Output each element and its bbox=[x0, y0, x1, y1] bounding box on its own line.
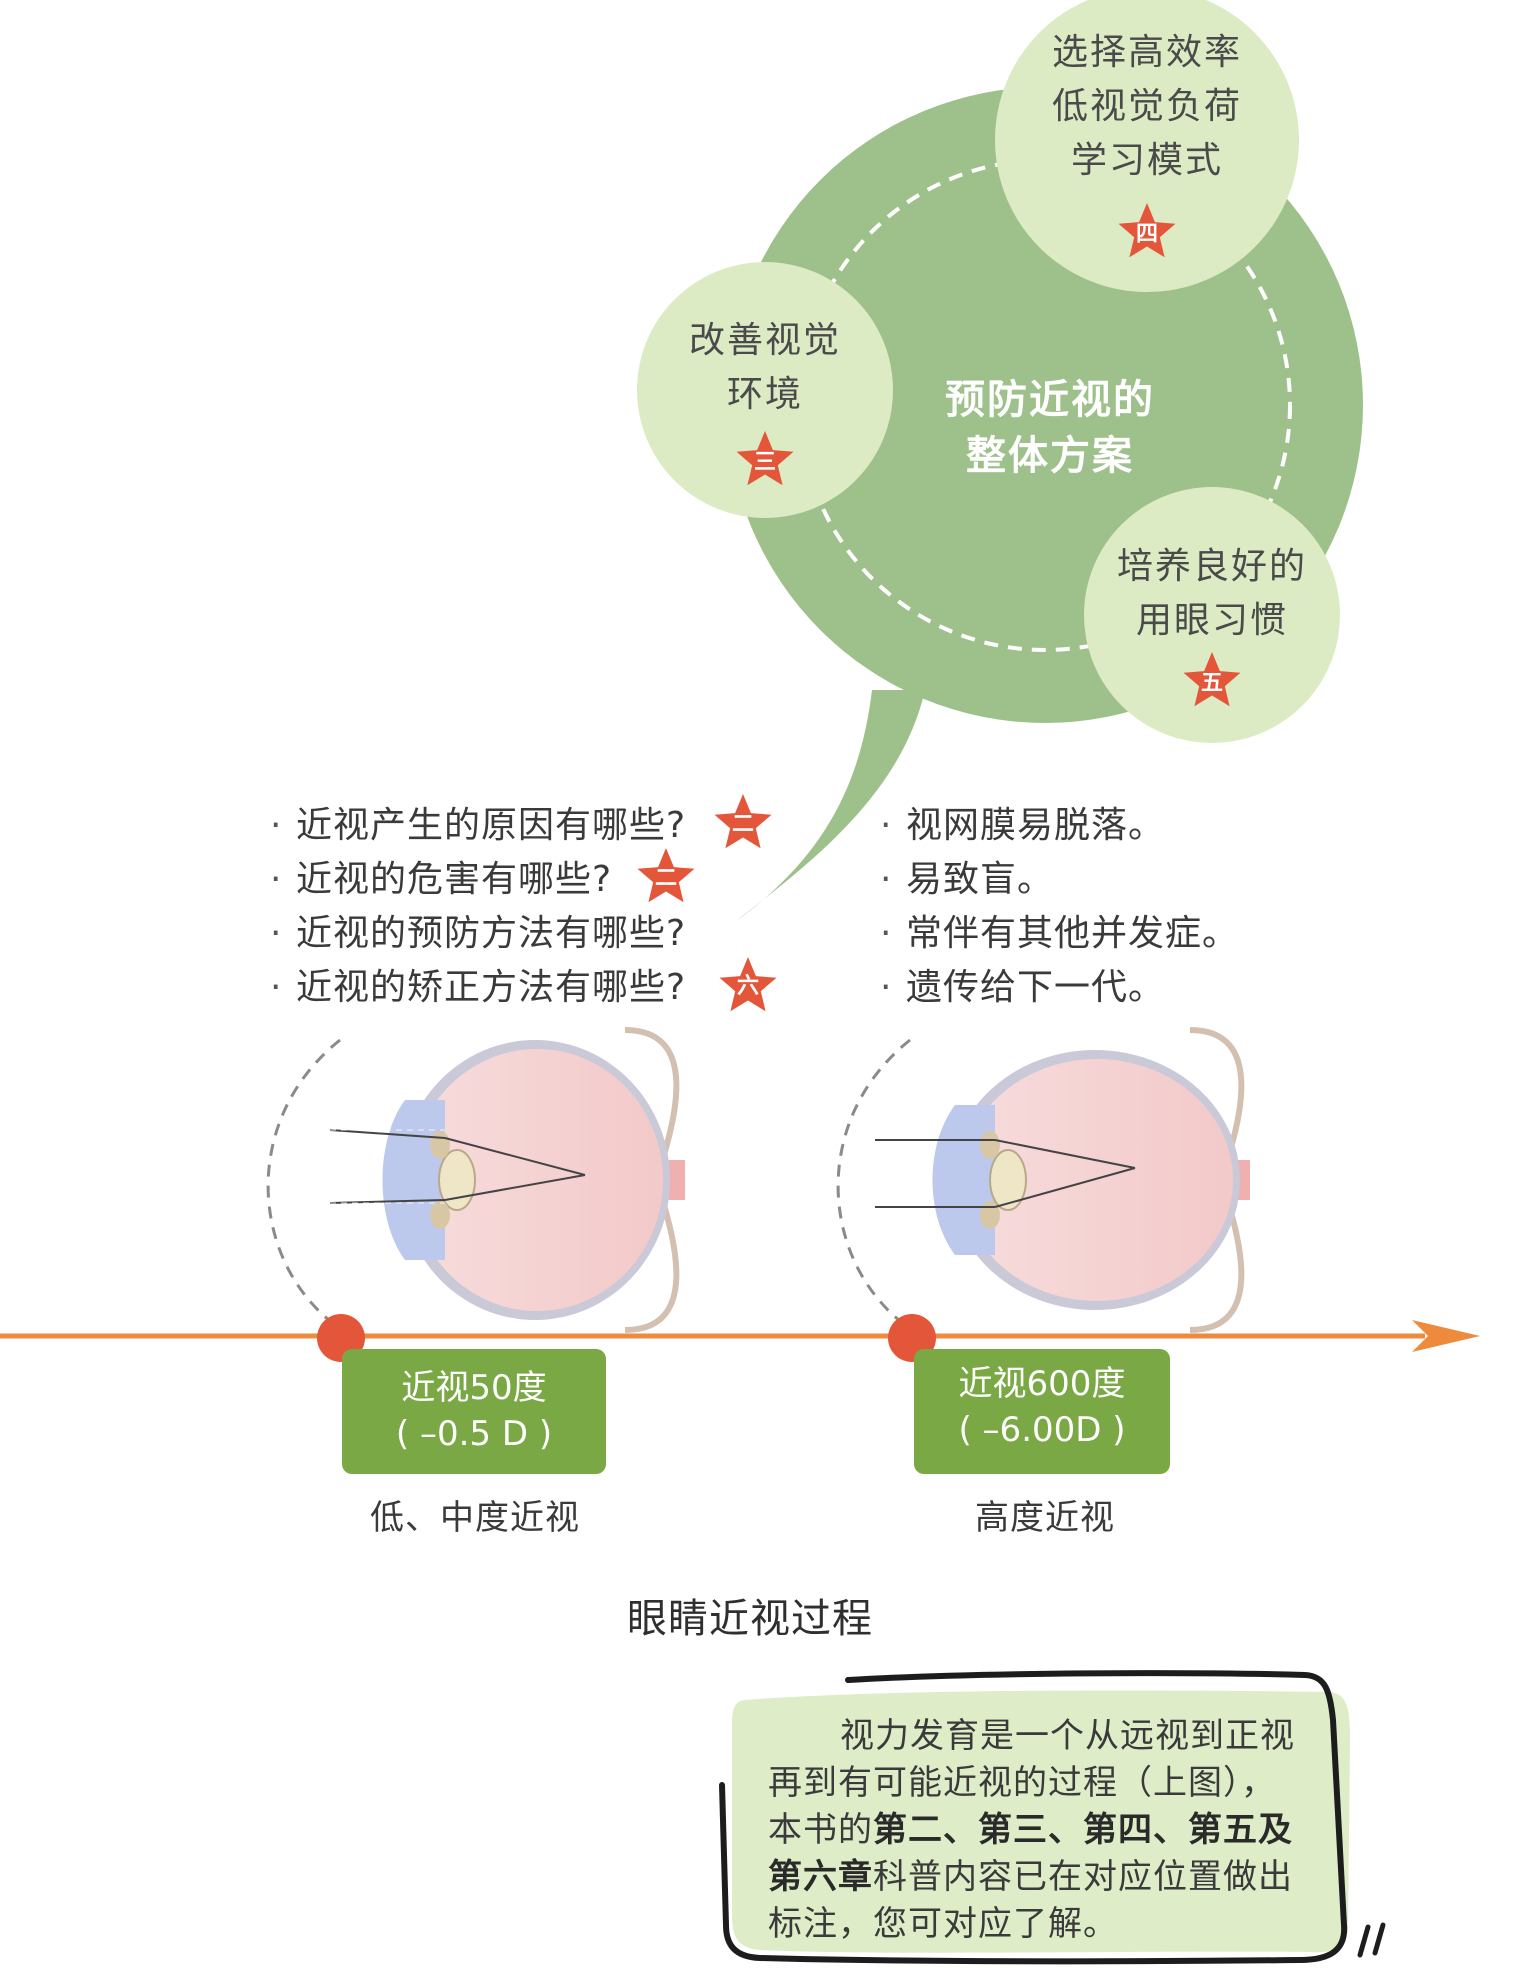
note-box-outline bbox=[719, 1670, 1348, 1965]
note-text: 视力发育是一个从远视到正视 再到有可能近视的过程（上图）， 本书的第二、第三、第… bbox=[768, 1716, 1295, 1944]
list-item: ·常伴有其他并发症。 bbox=[880, 913, 1240, 954]
center-title-line2: 整体方案 bbox=[966, 433, 1134, 479]
list-item: ·视网膜易脱落。 bbox=[880, 805, 1166, 846]
list-item: ·近视的危害有哪些? bbox=[270, 859, 613, 900]
star-label-correction: 六 bbox=[736, 974, 759, 999]
star-icon bbox=[1183, 652, 1241, 707]
stage-caption-low: 低、中度近视 bbox=[370, 1498, 580, 1538]
stage-box-low: 近视50度 ( –0.5 D ) bbox=[342, 1349, 606, 1474]
list-item: ·近视产生的原因有哪些? bbox=[270, 805, 687, 846]
note-box-accent bbox=[1357, 1922, 1386, 1958]
bubble-habits-text: 培养良好的 用眼习惯 bbox=[1116, 546, 1307, 641]
bubble-learning-text: 选择高效率 低视觉负荷 学习模式 bbox=[1051, 32, 1242, 181]
eye-cross-section-icon bbox=[875, 1027, 1250, 1333]
star-icon bbox=[637, 848, 695, 903]
list-item: ·易致盲。 bbox=[880, 859, 1055, 900]
bubble-tail bbox=[735, 690, 925, 922]
note-box-fill bbox=[732, 1690, 1350, 1953]
question-list: ·近视产生的原因有哪些? ·近视的危害有哪些? ·近视的预防方法有哪些? ·近视… bbox=[270, 799, 686, 1015]
dashed-arc-left bbox=[266, 1038, 341, 1327]
bubble-eye-habits bbox=[1084, 487, 1340, 743]
diagram-title: 眼睛近视过程 bbox=[627, 1596, 873, 1642]
star-label-environment: 三 bbox=[753, 450, 776, 475]
center-title: 预防近视的 整体方案 bbox=[900, 372, 1200, 484]
dashed-arc-right bbox=[836, 1038, 911, 1327]
star-icon bbox=[714, 794, 772, 849]
star-label-habits: 五 bbox=[1200, 671, 1223, 696]
timeline-arrow-icon bbox=[1412, 1320, 1480, 1352]
stage-caption-high: 高度近视 bbox=[975, 1498, 1115, 1538]
center-title-line1: 预防近视的 bbox=[945, 377, 1155, 423]
star-icon bbox=[719, 957, 777, 1012]
stage-box-high: 近视600度 ( –6.00D ) bbox=[914, 1349, 1170, 1474]
bubble-visual-environment bbox=[637, 262, 893, 518]
eye-cross-section-icon bbox=[329, 1027, 685, 1333]
star-label-learning: 四 bbox=[1135, 222, 1158, 247]
consequence-list: ·视网膜易脱落。 ·易致盲。 ·常伴有其他并发症。 ·遗传给下一代。 bbox=[880, 799, 1239, 1015]
star-label-causes: 二 bbox=[731, 812, 754, 837]
list-item: ·近视的预防方法有哪些? bbox=[270, 913, 687, 954]
bubble-learning-mode bbox=[995, 0, 1299, 292]
list-item: ·近视的矫正方法有哪些? bbox=[270, 967, 687, 1008]
star-label-harms: 二 bbox=[654, 866, 677, 891]
list-item: ·遗传给下一代。 bbox=[880, 967, 1166, 1008]
star-icon bbox=[736, 431, 794, 486]
bubble-environment-text: 改善视觉 环境 bbox=[688, 320, 841, 415]
star-icon bbox=[1118, 203, 1176, 258]
